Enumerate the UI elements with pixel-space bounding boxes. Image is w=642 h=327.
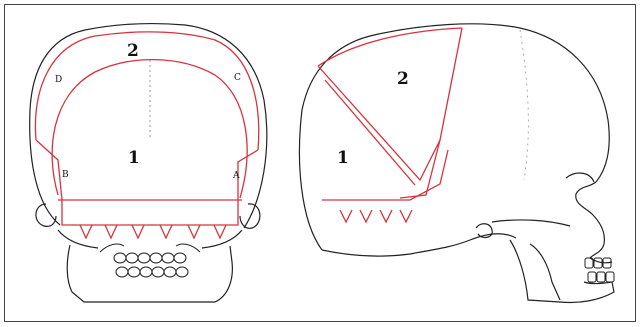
side-orbit: [566, 173, 594, 182]
front-mandible: [67, 245, 232, 302]
side-zone-wedge: [400, 140, 440, 198]
front-cheek-left: [58, 230, 98, 248]
front-zone-band: [62, 200, 238, 225]
front-zone-left-diagonal: [36, 140, 62, 200]
side-suture: [520, 30, 528, 180]
front-zone-teeth: [80, 225, 226, 238]
front-teeth: [100, 244, 200, 277]
front-view-zones: [35, 32, 258, 238]
side-skull-outline: [299, 24, 609, 250]
side-zone-top: [318, 28, 462, 66]
side-zone-diagonal-2: [325, 80, 415, 185]
front-label-region-1: 1: [128, 148, 140, 168]
front-label-point-b: B: [62, 170, 69, 180]
front-label-region-2: 2: [127, 41, 139, 61]
front-zone-outer-arc: [35, 32, 258, 150]
front-label-point-a: A: [232, 171, 240, 181]
side-mandible: [510, 240, 614, 303]
front-label-point-c: C: [234, 73, 241, 83]
right-ear: [240, 204, 260, 228]
side-label-region-2: 2: [397, 69, 409, 89]
side-zygomatic: [492, 220, 570, 226]
side-face: [576, 182, 605, 258]
side-view-zones: [318, 28, 462, 222]
side-label-region-1: 1: [337, 148, 349, 168]
front-label-point-d: D: [55, 75, 62, 85]
front-view-skull: [30, 24, 267, 302]
side-mandible-ramus: [530, 244, 560, 300]
side-zone-teeth: [340, 210, 412, 222]
front-skull-outline: [30, 24, 267, 228]
